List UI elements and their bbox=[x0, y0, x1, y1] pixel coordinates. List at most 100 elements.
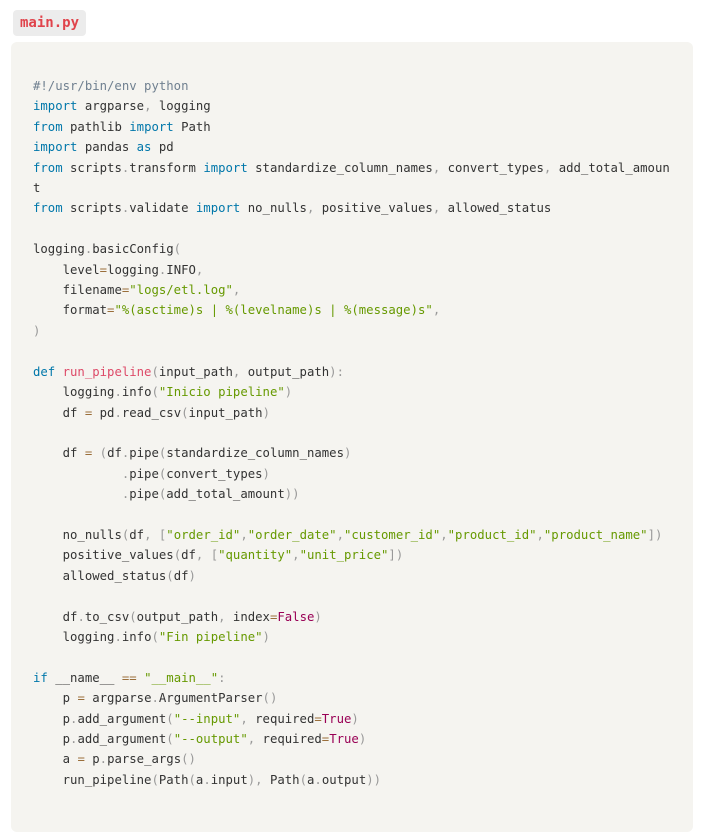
code-token: input bbox=[210, 772, 248, 787]
punctuation-token: ) bbox=[284, 487, 293, 502]
code-line: import pandas as pd bbox=[33, 140, 174, 154]
punctuation-token: ( bbox=[129, 609, 137, 624]
string-token: "Fin pipeline" bbox=[158, 629, 263, 644]
operator-token: = bbox=[84, 446, 93, 461]
punctuation-token: ( bbox=[151, 364, 159, 379]
code-line: format="%(asctime)s | %(levelname)s | %(… bbox=[33, 303, 441, 318]
punctuation-token: , bbox=[195, 548, 204, 563]
punctuation-token: . bbox=[121, 201, 130, 216]
string-token: "Inicio pipeline" bbox=[158, 385, 285, 400]
punctuation-token: . bbox=[70, 711, 78, 726]
code-block: #!/usr/bin/env python import argparse, l… bbox=[11, 42, 693, 832]
code-line: df.to_csv(output_path, index=False) bbox=[33, 610, 322, 624]
code-token: ArgumentParser bbox=[158, 691, 263, 706]
keyword-token: from bbox=[33, 160, 63, 175]
string-token: "unit_price" bbox=[299, 548, 389, 563]
code-line: from pathlib import Path bbox=[33, 120, 211, 134]
punctuation-token: ) bbox=[269, 691, 278, 706]
code-token: add_argument bbox=[77, 732, 167, 746]
punctuation-token: . bbox=[99, 752, 108, 767]
code-line: .pipe(add_total_amount)) bbox=[33, 487, 300, 501]
punctuation-token: ) bbox=[262, 405, 270, 420]
punctuation-token: ( bbox=[151, 772, 159, 787]
code-token: df bbox=[107, 446, 122, 461]
punctuation-token: , bbox=[144, 527, 152, 542]
operator-token: = bbox=[314, 711, 322, 726]
punctuation-token: . bbox=[77, 609, 85, 624]
code-line: .pipe(convert_types) bbox=[33, 467, 270, 481]
code-token: read_csv bbox=[121, 405, 182, 420]
code-token: pipe bbox=[129, 446, 159, 461]
punctuation-token: ( bbox=[151, 629, 159, 644]
code-token: df bbox=[62, 405, 78, 420]
punctuation-token: ] bbox=[388, 548, 396, 563]
punctuation-token: , bbox=[232, 364, 241, 379]
punctuation-token: ( bbox=[99, 446, 108, 461]
code-token: pipe bbox=[129, 487, 159, 502]
code-token: to_csv bbox=[84, 609, 130, 624]
code-token: INFO bbox=[166, 262, 196, 277]
code-token: required bbox=[255, 711, 315, 726]
operator-token: = bbox=[107, 303, 115, 318]
punctuation-token: ( bbox=[299, 772, 307, 787]
punctuation-token: , bbox=[255, 772, 263, 787]
punctuation-token: ) bbox=[344, 446, 352, 461]
code-token: allowed_status bbox=[62, 568, 167, 583]
punctuation-token: , bbox=[306, 201, 315, 216]
code-token: p bbox=[62, 711, 71, 726]
punctuation-token: ( bbox=[151, 385, 159, 400]
string-token: "order_date" bbox=[247, 527, 337, 542]
code-line: p = argparse.ArgumentParser() bbox=[33, 691, 278, 706]
punctuation-token: ( bbox=[158, 466, 167, 481]
code-line: p.add_argument("--output", required=True… bbox=[33, 732, 367, 746]
punctuation-token: ] bbox=[647, 527, 655, 542]
code-token: output_path bbox=[136, 609, 219, 624]
code-token: allowed_status bbox=[447, 201, 552, 216]
punctuation-token: . bbox=[121, 160, 130, 175]
punctuation-token: ( bbox=[158, 487, 167, 502]
code-line: def run_pipeline(input_path, output_path… bbox=[33, 365, 344, 379]
function-name-token: run_pipeline bbox=[62, 364, 152, 379]
code-token: pathlib bbox=[70, 119, 122, 134]
code-line: if __name__ == "__main__": bbox=[33, 671, 226, 685]
code-token: basicConfig bbox=[92, 242, 174, 257]
keyword-token: if bbox=[33, 670, 48, 685]
punctuation-token: ( bbox=[173, 548, 182, 563]
code-token: info bbox=[121, 629, 152, 644]
punctuation-token: ) bbox=[33, 323, 41, 338]
punctuation-token: ) bbox=[366, 772, 374, 787]
punctuation-token: , bbox=[432, 303, 441, 318]
string-token: "order_id" bbox=[166, 527, 241, 542]
code-token: scripts bbox=[70, 160, 122, 175]
punctuation-token: , bbox=[240, 711, 248, 726]
code-line: from scripts.validate import no_nulls, p… bbox=[33, 201, 551, 215]
code-token: standardize_column_names bbox=[166, 446, 344, 461]
code-line: logging.info("Fin pipeline") bbox=[33, 630, 270, 644]
punctuation-token: , bbox=[543, 160, 552, 175]
file-name-tab: main.py bbox=[13, 10, 87, 36]
keyword-token: import bbox=[203, 160, 248, 175]
punctuation-token: ( bbox=[166, 732, 174, 746]
code-token: format bbox=[62, 303, 108, 318]
punctuation-token: ( bbox=[181, 405, 189, 420]
punctuation-token: ) bbox=[262, 629, 270, 644]
code-token: output bbox=[321, 772, 367, 787]
punctuation-token: ) bbox=[395, 548, 404, 563]
punctuation-token: ( bbox=[158, 446, 167, 461]
punctuation-token: , bbox=[247, 732, 256, 746]
code-token: add_total_amount bbox=[33, 160, 670, 196]
code-token: run_pipeline bbox=[62, 772, 152, 787]
code-line: allowed_status(df) bbox=[33, 569, 196, 583]
string-token: "--input" bbox=[173, 711, 241, 726]
punctuation-token: ( bbox=[166, 711, 174, 726]
code-token: p bbox=[92, 752, 100, 767]
code-line: p.add_argument("--input", required=True) bbox=[33, 712, 359, 726]
code-token: df bbox=[62, 446, 78, 461]
operator-token: = bbox=[84, 405, 93, 420]
code-token: add_total_amount bbox=[166, 487, 285, 502]
punctuation-token: ( bbox=[166, 568, 174, 583]
punctuation-token: . bbox=[158, 262, 167, 277]
code-content: #!/usr/bin/env python import argparse, l… bbox=[33, 76, 673, 790]
punctuation-token: . bbox=[114, 629, 122, 644]
punctuation-token: , bbox=[195, 262, 204, 277]
